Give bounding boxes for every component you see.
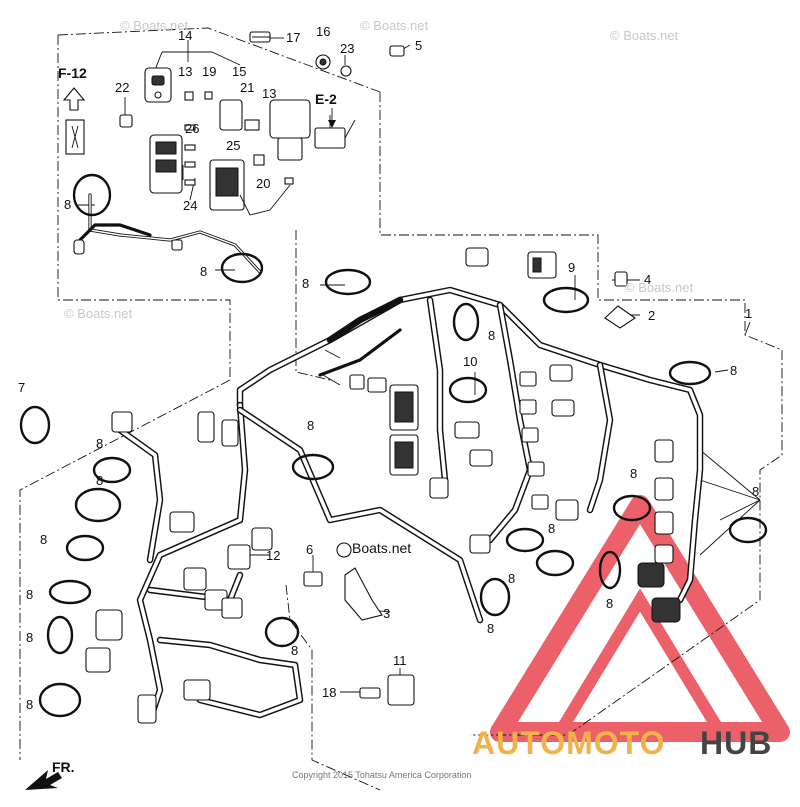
e2-reference-arrow xyxy=(328,108,336,128)
callout-25: 25 xyxy=(226,138,240,153)
callout-16: 16 xyxy=(316,24,330,39)
callout-8-c: 8 xyxy=(302,276,309,291)
callout-8-h: 8 xyxy=(548,521,555,536)
callout-22: 22 xyxy=(115,80,129,95)
callout-2: 2 xyxy=(648,308,655,323)
brand-name-part2: HUB xyxy=(700,725,772,761)
callout-10: 10 xyxy=(463,354,477,369)
callout-26: 26 xyxy=(185,121,199,136)
clip-part-11 xyxy=(387,674,415,706)
callout-7: 7 xyxy=(18,380,25,395)
callout-8-f: 8 xyxy=(752,484,759,499)
sensor-part xyxy=(314,127,346,149)
subassembly-boundaries xyxy=(19,27,783,791)
callout-8-m: 8 xyxy=(96,436,103,451)
callout-13b: 13 xyxy=(262,86,276,101)
callout-11: 11 xyxy=(393,653,407,668)
callout-8-n: 8 xyxy=(96,473,103,488)
watermark-3: © Boats.net xyxy=(610,28,679,43)
callout-8-d: 8 xyxy=(488,328,495,343)
callout-8-q: 8 xyxy=(26,630,33,645)
callout-20: 20 xyxy=(256,176,270,191)
callout-4: 4 xyxy=(644,272,651,287)
gasket-part xyxy=(219,99,243,131)
callout-6: 6 xyxy=(306,542,313,557)
regulator-part xyxy=(269,99,311,139)
cable-clamps xyxy=(19,268,768,718)
relay-box-cluster xyxy=(119,31,405,216)
callout-8-o: 8 xyxy=(40,532,47,547)
f12-reference xyxy=(62,87,86,155)
callout-19: 19 xyxy=(202,64,216,79)
callout-8-j: 8 xyxy=(487,621,494,636)
watermark-5: © Boats.net xyxy=(625,280,694,295)
hardware-parts xyxy=(303,271,636,706)
collar-part xyxy=(340,65,352,77)
callout-13a: 13 xyxy=(178,64,192,79)
callout-15: 15 xyxy=(232,64,246,79)
watermark-4: © Boats.net xyxy=(64,306,133,321)
watermark-1: © Boats.net xyxy=(120,18,189,33)
callout-8-r: 8 xyxy=(26,697,33,712)
callout-17: 17 xyxy=(286,30,300,45)
front-arrow-icon xyxy=(25,770,62,790)
callout-5: 5 xyxy=(415,38,422,53)
callout-12: 12 xyxy=(266,548,280,563)
callout-8-s: 8 xyxy=(291,643,298,658)
callout-8-l: 8 xyxy=(307,418,314,433)
watermark-6: Boats.net xyxy=(352,540,411,556)
callout-8-k: 8 xyxy=(606,596,613,611)
bolt-part-18 xyxy=(359,687,381,699)
bracket-part-3 xyxy=(344,567,383,621)
reference-e2-label: E-2 xyxy=(315,91,337,107)
callout-21: 21 xyxy=(240,80,254,95)
screw-part xyxy=(389,45,405,57)
copyright-text: Copyright 2015 Tohatsu America Corporati… xyxy=(292,770,471,780)
callout-18: 18 xyxy=(322,685,336,700)
callout-14: 14 xyxy=(178,28,192,43)
callout-8-p: 8 xyxy=(26,587,33,602)
callout-1: 1 xyxy=(745,306,752,321)
bolt-part-6 xyxy=(303,571,323,587)
front-label: FR. xyxy=(52,759,75,775)
watermark-2: © Boats.net xyxy=(360,18,429,33)
sub-harness-top xyxy=(72,173,264,284)
connectors xyxy=(85,247,681,724)
callout-8-i: 8 xyxy=(508,571,515,586)
bracket-part-2 xyxy=(604,305,636,329)
bolt-part-4 xyxy=(614,271,628,287)
callout-8-a: 8 xyxy=(64,197,71,212)
callout-24: 24 xyxy=(183,198,197,213)
callout-8-e: 8 xyxy=(730,363,737,378)
callout-9: 9 xyxy=(568,260,575,275)
main-harness xyxy=(116,286,704,724)
callout-8-g: 8 xyxy=(630,466,637,481)
reference-f12-label: F-12 xyxy=(58,65,87,81)
brand-logo-triangle xyxy=(490,495,790,742)
callout-3: 3 xyxy=(383,606,390,621)
callout-8-b: 8 xyxy=(200,264,207,279)
callout-23: 23 xyxy=(340,41,354,56)
brand-name-part1: AUTOMOTO xyxy=(472,725,665,761)
nut-part xyxy=(119,114,133,128)
